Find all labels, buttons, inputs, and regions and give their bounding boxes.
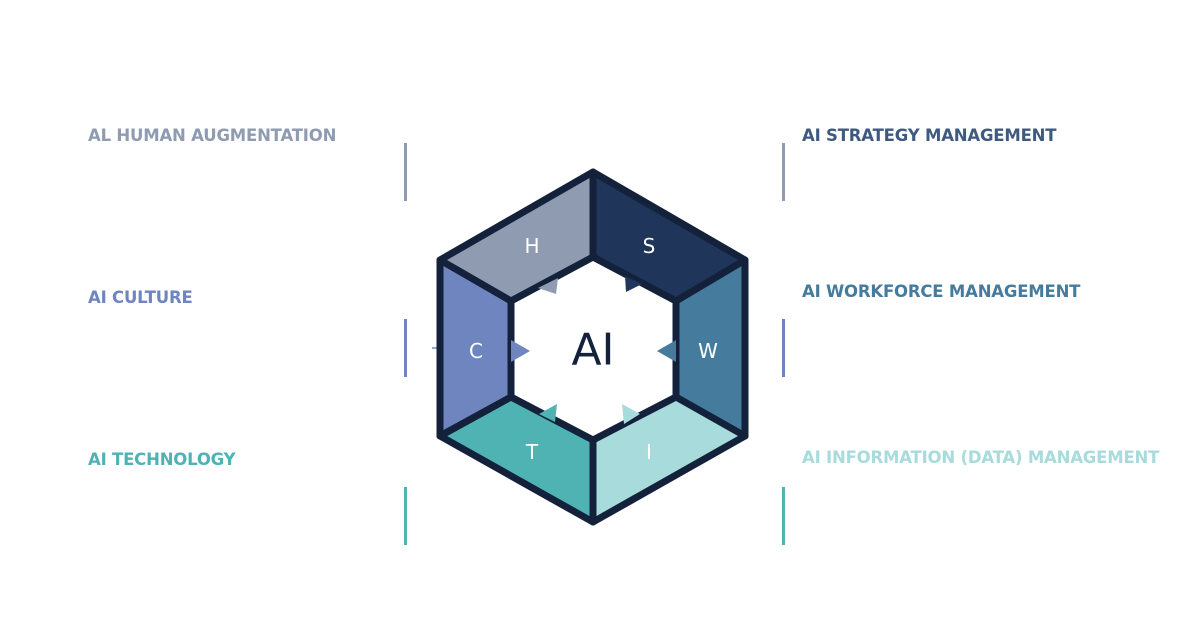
divider-right-bottom	[782, 487, 785, 545]
segment-strategy	[593, 172, 745, 301]
segment-letter-h: H	[524, 234, 539, 258]
segment-dividers	[436, 168, 749, 526]
divider-left-bottom	[404, 487, 407, 545]
label-workforce-management: AI WORKFORCE MANAGEMENT	[802, 282, 1081, 301]
arrow-workforce-icon	[657, 340, 676, 362]
segment-culture	[440, 260, 511, 436]
segment-letter-t: T	[525, 440, 539, 464]
divider-left-middle	[404, 319, 407, 377]
segment-letter-s: S	[643, 234, 656, 258]
label-information-management: AI INFORMATION (DATA) MANAGEMENT	[802, 448, 1160, 467]
segment-information	[593, 397, 745, 522]
divider-left-top	[404, 143, 407, 201]
divider-right-top	[782, 143, 785, 201]
outer-hexagon-outline	[436, 168, 749, 526]
label-strategy-management: AI STRATEGY MANAGEMENT	[802, 126, 1057, 145]
label-culture: AI CULTURE	[88, 288, 193, 307]
segment-technology	[440, 397, 593, 522]
arrow-strategy-icon	[625, 276, 642, 292]
center-label: AI	[571, 325, 614, 376]
segment-workforce	[676, 260, 745, 436]
arrow-information-icon	[622, 404, 640, 424]
label-technology: AI TECHNOLOGY	[88, 450, 236, 469]
label-human-augmentation: AL HUMAN AUGMENTATION	[88, 126, 337, 145]
segment-letter-w: W	[698, 339, 718, 363]
segment-letter-i: I	[646, 440, 652, 464]
divider-right-middle	[782, 319, 785, 377]
segment-human	[440, 172, 593, 301]
arrow-technology-icon	[539, 404, 557, 422]
arrow-culture-icon	[511, 340, 530, 362]
arrow-human-icon	[538, 278, 558, 294]
segment-letter-c: C	[469, 339, 483, 363]
inner-hexagon	[507, 253, 680, 444]
